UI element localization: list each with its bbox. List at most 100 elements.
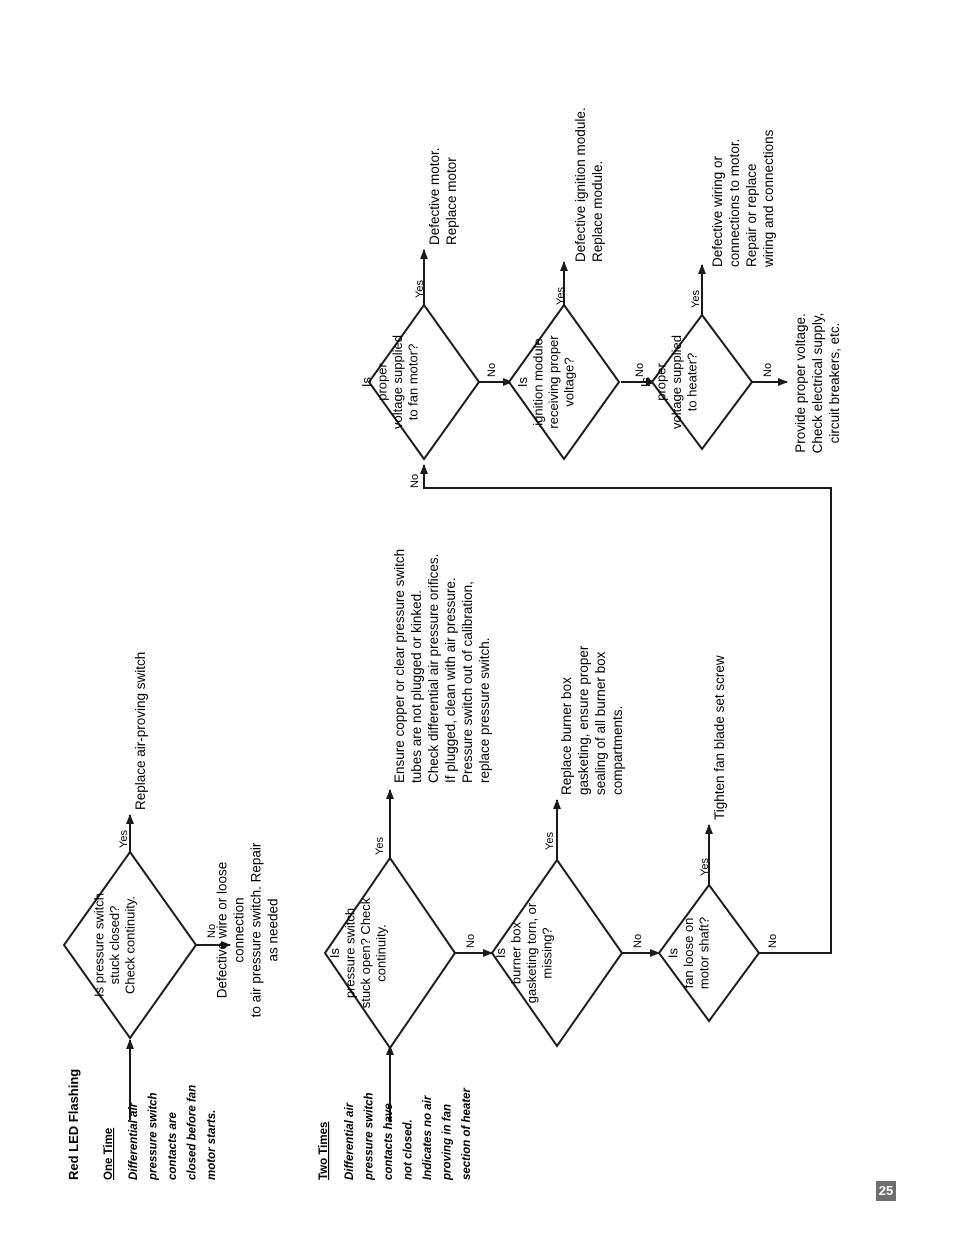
action-defective-wiring-line: Repair or replace — [744, 163, 759, 267]
decision-text-fan-loose-line: fan loose on — [681, 918, 696, 989]
decision-text-gasketing-line: Is — [493, 947, 508, 958]
action-replace-gasketing-line: sealing of all burner box — [593, 651, 608, 795]
legend-two-times-label: Two Times — [318, 1122, 330, 1180]
action-defective-wire-line: connection — [231, 897, 246, 962]
action-defective-motor-line: Replace motor — [444, 157, 459, 245]
action-defective-motor: Defective motor.Replace motor — [427, 147, 459, 245]
legend-one-time-lines-line: motor starts. — [206, 1110, 218, 1180]
connector-fan-loose-no — [420, 464, 832, 954]
decision-text-fan-loose-line: Is — [666, 947, 681, 958]
legend-title: Red LED Flashing — [66, 1069, 81, 1180]
legend-two-times: Two Times — [318, 1122, 330, 1180]
decision-text-fan-motor-voltage: Ispropervoltage suppliedto fan motor? — [359, 335, 421, 429]
decision-text-ignition-voltage-line: ignition module — [531, 338, 546, 425]
action-tighten-fan-line: Tighten fan blade set screw — [712, 655, 727, 820]
yes-label: Yes — [374, 837, 386, 855]
action-ensure-tubes-line: Check differential air pressure orifices… — [426, 554, 441, 783]
legend-two-times-lines-line: section of heater — [461, 1087, 473, 1180]
action-provide-voltage-line: Check electrical supply, — [810, 313, 825, 454]
action-defective-motor-line: Defective motor. — [427, 147, 442, 245]
action-replace-air-switch-line: Replace air-proving switch — [133, 652, 148, 810]
decision-text-ignition-voltage-line: Is — [515, 376, 530, 387]
action-ensure-tubes-line: tubes are not plugged or kinked. — [409, 590, 424, 783]
action-ensure-tubes-line: replace pressure switch. — [477, 637, 492, 783]
legend-one-time-lines-line: Differential air — [128, 1102, 140, 1180]
legend-two-times-lines-line: not closed. — [403, 1119, 415, 1180]
yes-label: Yes — [699, 858, 711, 876]
no-label: No — [465, 934, 477, 948]
legend-one-time-lines-line: pressure switch — [148, 1092, 160, 1181]
legend-two-times-lines-line: Differential air — [344, 1102, 356, 1180]
action-tighten-fan: Tighten fan blade set screw — [712, 655, 727, 820]
action-replace-gasketing-line: compartments. — [610, 706, 625, 795]
label-yes-ignition: Yes — [555, 287, 567, 305]
action-provide-voltage-line: Provide proper voltage. — [793, 313, 808, 453]
decision-text-fan-motor-voltage-line: proper — [375, 363, 390, 401]
decision-diamond-fan-motor-voltage — [367, 303, 481, 461]
decision-text-fan-motor-voltage-line: Is — [359, 376, 374, 387]
label-no-fan-motor: No — [486, 363, 498, 377]
no-label: No — [762, 363, 774, 377]
action-replace-gasketing-line: Replace burner box — [559, 677, 574, 795]
decision-text-fan-motor-voltage-line: to fan motor? — [406, 344, 421, 421]
decision-text-ignition-voltage-line: voltage? — [562, 357, 577, 406]
connector-lines — [126, 249, 832, 1122]
legend-two-times-lines-line: contacts have — [383, 1103, 395, 1180]
decision-text-switch-closed-line: Check continuity. — [123, 896, 138, 994]
action-replace-gasketing-line: gasketing, ensure proper — [576, 645, 591, 795]
decision-shapes — [62, 303, 761, 1050]
decision-text-switch-closed: Is pressure switchstuck closed?Check con… — [92, 893, 138, 997]
action-ensure-tubes-line: Pressure switch out of calibration, — [460, 581, 475, 783]
label-no-switch-closed: No — [206, 924, 218, 938]
label-no-ignition: No — [634, 363, 646, 377]
decision-text-switch-open-line: Is — [327, 947, 342, 958]
legend-one-time: One Time — [103, 1128, 115, 1180]
legend-title-line: Red LED Flashing — [66, 1069, 81, 1180]
decision-text-fan-loose-line: motor shaft? — [697, 917, 712, 989]
action-defective-ignition-line: Defective ignition module. — [573, 107, 588, 262]
decision-text-ignition-voltage: Isignition modulereceiving propervoltage… — [515, 335, 577, 429]
decision-diamond-switch-open — [323, 856, 457, 1050]
yes-label: Yes — [118, 830, 130, 848]
decision-text-ignition-voltage-line: receiving proper — [546, 335, 561, 429]
action-ensure-tubes-line: If plugged, clean with air pressure. — [443, 577, 458, 783]
decision-text-switch-open-line: stuck open? Check — [358, 897, 373, 1008]
legend-two-times-lines-line: proving in fan — [442, 1104, 454, 1181]
decision-text-heater-voltage-line: voltage supplied — [669, 335, 684, 429]
decision-diamond-heater-voltage — [650, 313, 754, 451]
label-yes-fan-motor: Yes — [414, 280, 426, 298]
action-provide-voltage: Provide proper voltage.Check electrical … — [793, 313, 842, 454]
decision-text-switch-open-line: pressure switch — [343, 908, 358, 998]
decision-text-fan-loose: Isfan loose onmotor shaft? — [666, 917, 712, 989]
action-defective-wiring-line: wiring and connections — [761, 129, 776, 268]
label-no-gasketing: No — [632, 934, 644, 948]
yes-label: Yes — [544, 832, 556, 850]
label-yes-heater: Yes — [690, 290, 702, 308]
decision-text-switch-open: Ispressure switchstuck open? Checkcontin… — [327, 897, 389, 1008]
decision-text-switch-open-line: continuity. — [374, 924, 389, 982]
decision-text-heater-voltage-line: proper — [654, 363, 669, 401]
action-provide-voltage-line: circuit breakers, etc. — [827, 323, 842, 444]
decision-text-fan-motor-voltage-line: voltage supplied — [390, 335, 405, 429]
legend-one-time-lines-line: contacts are — [167, 1112, 179, 1180]
label-yes-gasketing: Yes — [544, 832, 556, 850]
yes-label: Yes — [414, 280, 426, 298]
action-defective-ignition: Defective ignition module.Replace module… — [573, 107, 605, 262]
no-label: No — [767, 934, 779, 948]
label-yes-switch-open: Yes — [374, 837, 386, 855]
decision-text-switch-closed-line: Is pressure switch — [92, 893, 107, 997]
legend-one-time-lines: Differential air pressure switch contacts … — [128, 1085, 218, 1181]
decision-text-gasketing-line: gasketing torn, or — [524, 902, 539, 1003]
action-ensure-tubes-line: Ensure copper or clear pressure switch — [392, 549, 407, 783]
page-number: 25 — [876, 1181, 896, 1201]
legend-two-times-lines-line: pressure switch — [364, 1092, 376, 1181]
decision-diamond-switch-closed — [62, 850, 198, 1040]
no-label: No — [632, 934, 644, 948]
decision-diamond-ignition-voltage — [507, 303, 621, 461]
legend-two-times-lines-line: Indicates no air — [422, 1095, 434, 1180]
